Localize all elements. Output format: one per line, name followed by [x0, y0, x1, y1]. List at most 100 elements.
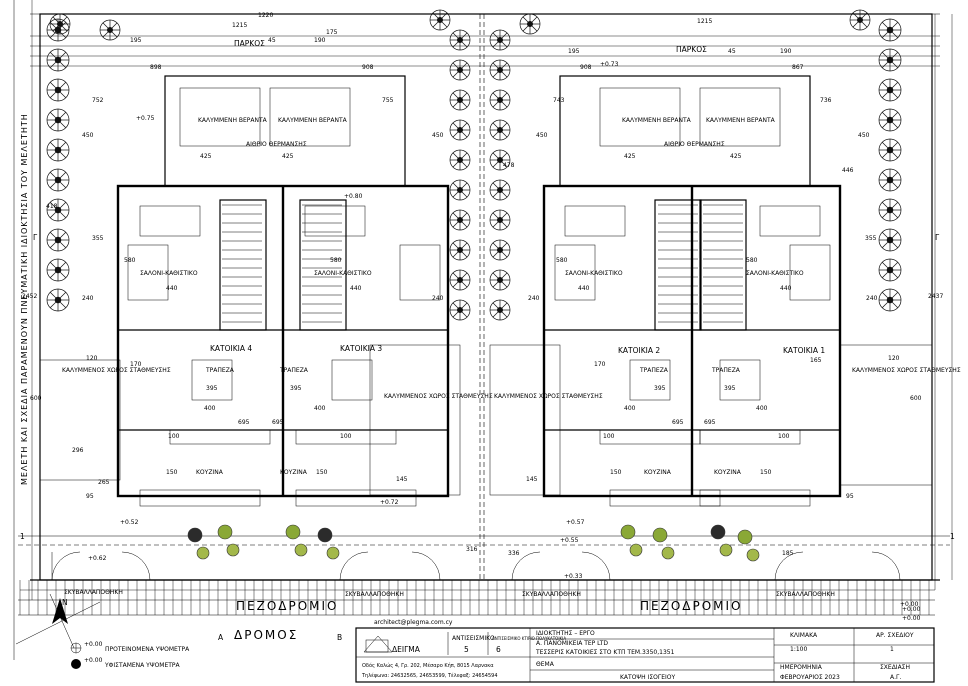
dim-908-b: 908	[580, 64, 592, 71]
tree	[489, 299, 511, 321]
tree	[449, 209, 471, 231]
dim-175: 175	[326, 29, 338, 36]
tb-project: ΤΕΣΣΕΡΙΣ ΚΑΤΟΙΚΙΕΣ ΣΤΟ ΚΤΠ ΤΕΜ.3350,1351	[535, 649, 675, 656]
tree	[46, 48, 70, 72]
dim-898: 898	[150, 64, 162, 71]
tb-level-a: +0.00	[902, 606, 921, 613]
dim-165: 165	[810, 357, 822, 364]
covered-area-mid-right: ΚΑΛΥΜΜΕΝΟΣ ΧΩΡΟΣ ΣΤΑΘΜΕΥΣΗΣ	[494, 393, 603, 400]
title-block: architect@plegma.com.cy ΔΕΙΓΜΑ ΑΝΤΙΣΕΙΣΜ…	[355, 606, 935, 683]
dim-100-d: 100	[778, 433, 790, 440]
dim-100-b: 100	[340, 433, 352, 440]
dim-240-b: 240	[432, 295, 444, 302]
dim-265: 265	[98, 479, 110, 486]
tb-theme: ΚΑΤΟΨΗ ΙΣΟΓΕΙΟΥ	[620, 674, 675, 681]
dim-695-c: 695	[672, 419, 684, 426]
shrub	[196, 546, 210, 560]
dim-395-c: 395	[654, 385, 666, 392]
shrub	[652, 527, 668, 543]
dim-425-c: 425	[624, 153, 636, 160]
dim-600-b: 600	[910, 395, 922, 402]
dim-355-b: 355	[865, 235, 877, 242]
dim-867: 867	[792, 64, 804, 71]
tree	[46, 198, 70, 222]
dim-695-b: 695	[272, 419, 284, 426]
bin-store-4: ΣΚΥΒΑΛΛΑΠΟΘΗΚΗ	[776, 591, 835, 598]
stairs	[222, 204, 743, 323]
tree	[46, 138, 70, 162]
shrub	[317, 527, 333, 543]
dim-240-d: 240	[866, 295, 878, 302]
dim-100-a: 100	[168, 433, 180, 440]
room-labels: ΠΑΡΚΟΣ ΠΑΡΚΟΣ ΚΑΛΥΜΜΕΝΗ ΒΕΡΑΝΤΑ ΚΑΛΥΜΜΕΝ…	[20, 39, 961, 642]
legend-proposed-value: +0.00	[84, 641, 103, 648]
tree	[878, 228, 902, 252]
tb-owner: Α. ΠΑΝΟΜΙΚΕΙΑ ΤΕΡ LTD	[536, 640, 608, 647]
tb-owner-label: ΙΔΙΟΚΤΗΤΗΣ – ΕΡΓΟ	[536, 630, 595, 637]
dim-1220: 1220	[258, 12, 273, 19]
tree	[878, 18, 902, 42]
left-building-block	[39, 75, 461, 507]
level-9: +0.55	[560, 537, 579, 544]
dim-170-b: 170	[594, 361, 606, 368]
legend-existing-value: +0.00	[84, 657, 103, 664]
dim-240-a: 240	[82, 295, 94, 302]
tree	[449, 29, 471, 51]
kitchen-label-1: ΚΟΥΖΙΝΑ	[714, 469, 742, 476]
dim-185: 185	[782, 550, 794, 557]
dim-736: 736	[820, 97, 832, 104]
covered-area-left: ΚΑΛΥΜΜΕΝΟΣ ΧΩΡΟΣ ΣΤΑΘΜΕΥΣΗΣ	[62, 367, 171, 374]
dim-95-a: 95	[86, 493, 94, 500]
dim-2437: 2437	[928, 293, 943, 300]
dim-2452: 2452	[22, 293, 37, 300]
level-10: +0.33	[564, 573, 583, 580]
tree	[489, 59, 511, 81]
street-pedestrian-right: ΠΕΖΟΔΡΟΜΙΟ	[640, 599, 743, 613]
covered-area-right: ΚΑΛΥΜΜΕΝΟΣ ΧΩΡΟΣ ΣΤΑΘΜΕΥΣΗΣ	[852, 367, 961, 374]
north-arrow: N	[15, 593, 101, 649]
tb-address: Οδός Καλώς 4, Γρ. 202, Μέσαρο Κήπ, 8015 …	[362, 662, 494, 669]
tree	[878, 78, 902, 102]
dim-450-c: 450	[536, 132, 548, 139]
dim-120-a: 120	[86, 355, 98, 362]
legend: +0.00 +0.00 ΠΡΟΤΕΙΝΟΜΕΝΑ ΥΨΟΜΕΤΡΑ ΥΦΙΣΤΑ…	[70, 641, 190, 669]
dim-400-c: 400	[624, 405, 636, 412]
dim-908-a: 908	[362, 64, 374, 71]
tree	[489, 179, 511, 201]
dim-150-a: 150	[166, 469, 178, 476]
shrub	[746, 548, 760, 562]
dining-label-1: ΤΡΑΠΕΖΑ	[711, 367, 741, 374]
dim-580-c: 580	[556, 257, 568, 264]
dim-400-a: 400	[204, 405, 216, 412]
dim-600-a: 600	[30, 395, 42, 402]
tree	[449, 149, 471, 171]
tree	[449, 179, 471, 201]
dim-450-b: 450	[432, 132, 444, 139]
shrub	[661, 546, 675, 560]
tree	[878, 168, 902, 192]
level-4: +0.52	[120, 519, 139, 526]
copyright-vertical-note: ΜΕΛΕΤΗ ΚΑΙ ΣΧΕΔΙΑ ΠΑΡΑΜΕΝΟΥΝ ΠΝΕΥΜΑΤΙΚΗ …	[20, 113, 29, 485]
tree	[429, 9, 451, 31]
dim-695-d: 695	[704, 419, 716, 426]
tree	[878, 288, 902, 312]
level-markers: +0.75 +0.73 +0.80 +0.52 +0.57 +0.00 +0.7…	[88, 61, 919, 608]
compass-north: N	[62, 598, 68, 607]
tree	[878, 108, 902, 132]
shrub	[629, 543, 643, 557]
legend-existing-label: ΥΦΙΣΤΑΜΕΝΑ ΥΨΟΜΕΤΡΑ	[104, 662, 181, 669]
level-1: +0.75	[136, 115, 155, 122]
dim-145-a: 145	[396, 476, 408, 483]
dim-440-b: 440	[350, 285, 362, 292]
dining-label-4: ΤΡΑΠΕΖΑ	[205, 367, 235, 374]
pavement-hatch	[19, 580, 935, 615]
dim-395-d: 395	[724, 385, 736, 392]
tb-date: ΦΕΒΡΟΥΑΡΙΟΣ 2023	[780, 674, 840, 681]
house-label-3: ΚΑΤΟΙΚΙΑ 3	[340, 344, 382, 353]
tb-stamp-a-num: 5	[464, 645, 469, 654]
bin-store-3: ΣΚΥΒΑΛΛΑΠΟΘΗΚΗ	[522, 591, 581, 598]
dim-446: 446	[842, 167, 854, 174]
kitchen-label-2: ΚΟΥΖΙΝΑ	[644, 469, 672, 476]
dim-418: 418	[46, 203, 58, 210]
dim-120-b: 120	[888, 355, 900, 362]
